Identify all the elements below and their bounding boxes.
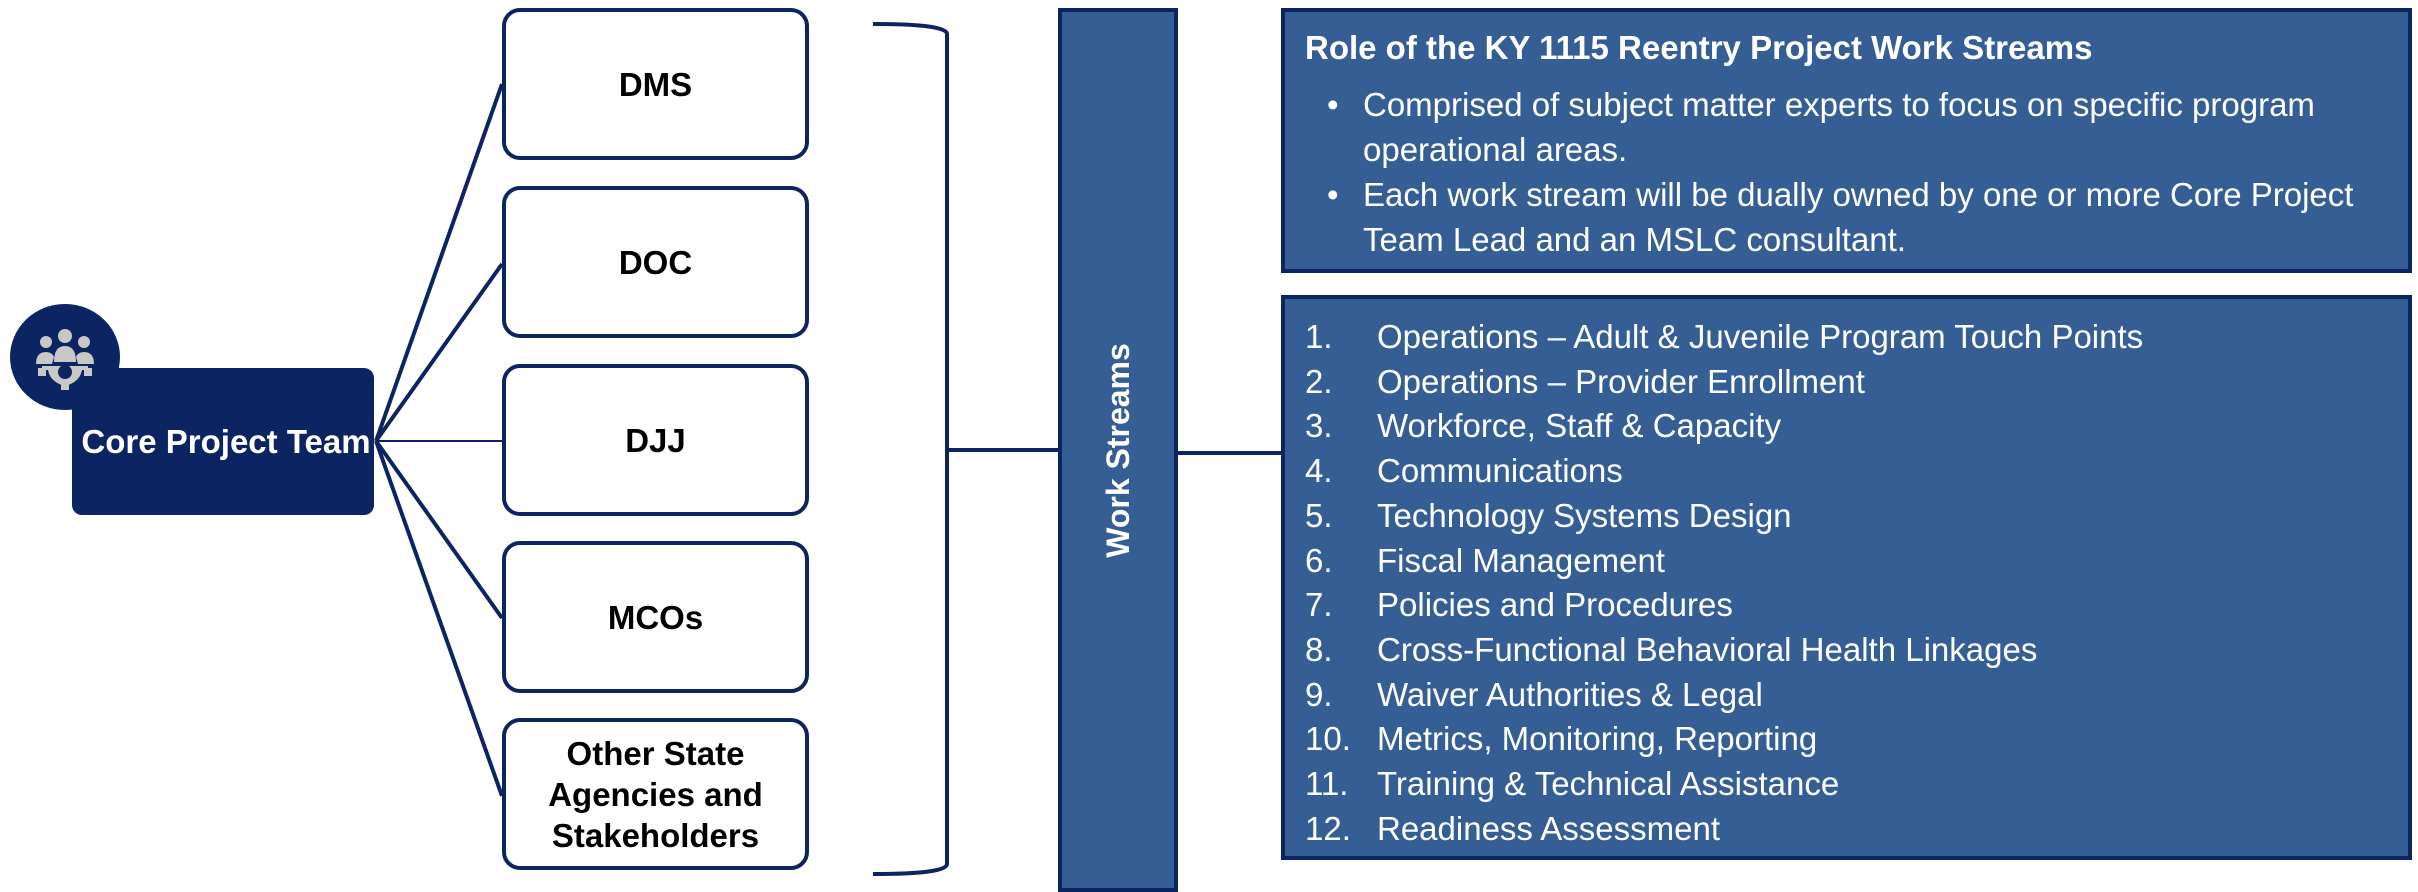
org-label-doc: DOC — [618, 243, 693, 281]
work-streams-bar — [1058, 8, 1178, 892]
work-stream-number: 12. — [1305, 809, 1351, 847]
work-stream-label: Operations – Adult & Juvenile Program To… — [1377, 318, 2144, 355]
work-stream-number: 1. — [1305, 318, 1333, 355]
work-stream-label: Operations – Provider Enrollment — [1377, 362, 1865, 400]
work-stream-item: 3. Workforce, Staff & Capacity — [1305, 404, 2390, 449]
work-stream-label: Technology Systems Design — [1377, 496, 1792, 534]
work-streams-label-wrap: Work Streams — [1058, 8, 1178, 892]
work-stream-item: 8. Cross-Functional Behavioral Health Lin… — [1305, 628, 2390, 673]
role-bullet-text: Comprised of subject matter experts to f… — [1363, 86, 2315, 168]
work-streams-label: Work Streams — [1099, 342, 1136, 558]
work-stream-number: 11. — [1305, 765, 1349, 803]
work-stream-number: 4. — [1305, 452, 1333, 490]
work-stream-item: 12. Readiness Assessment — [1305, 807, 2390, 852]
work-stream-item: 1. Operations – Adult & Juvenile Program … — [1305, 315, 2390, 360]
org-box-other: Other State Agencies and Stakeholders — [502, 718, 809, 870]
connector-other — [374, 440, 504, 797]
role-bullet-list: • Comprised of subject matter experts to … — [1305, 82, 2390, 262]
work-streams-list: 1. Operations – Adult & Juvenile Program … — [1305, 315, 2390, 851]
work-stream-label: Training & Technical Assistance — [1377, 765, 1840, 803]
work-stream-item: 6. Fiscal Management — [1305, 539, 2390, 584]
connector-dms — [374, 83, 504, 442]
people-gear-icon — [10, 304, 120, 410]
bracket — [872, 22, 949, 876]
work-stream-label: Cross-Functional Behavioral Health Linka… — [1377, 630, 2038, 668]
role-panel-title: Role of the KY 1115 Reentry Project Work… — [1305, 29, 2093, 66]
work-stream-number: 3. — [1305, 407, 1333, 445]
work-streams-panel: 1. Operations – Adult & Juvenile Program … — [1281, 295, 2412, 860]
bullet-icon: • — [1327, 176, 1339, 213]
role-panel: Role of the KY 1115 Reentry Project Work… — [1281, 8, 2412, 273]
work-stream-number: 6. — [1305, 541, 1333, 579]
connector-doc — [374, 262, 504, 443]
work-stream-label: Waiver Authorities & Legal — [1377, 675, 1763, 713]
work-stream-label: Workforce, Staff & Capacity — [1377, 407, 1782, 445]
work-stream-number: 2. — [1305, 362, 1333, 400]
work-stream-item: 9. Waiver Authorities & Legal — [1305, 673, 2390, 718]
bullet-icon: • — [1327, 86, 1339, 123]
org-box-djj: DJJ — [502, 364, 809, 516]
work-stream-item: 11. Training & Technical Assistance — [1305, 762, 2390, 807]
role-bullet-text: Each work stream will be dually owned by… — [1363, 176, 2354, 258]
core-project-team-label: Core Project Team — [81, 422, 371, 460]
work-stream-label: Readiness Assessment — [1377, 809, 1721, 847]
work-stream-number: 10. — [1305, 720, 1351, 758]
work-stream-label: Metrics, Monitoring, Reporting — [1377, 720, 1818, 758]
org-box-mcos: MCOs — [502, 541, 809, 693]
work-stream-item: 2. Operations – Provider Enrollment — [1305, 360, 2390, 405]
work-stream-number: 8. — [1305, 630, 1333, 668]
work-stream-item: 5. Technology Systems Design — [1305, 494, 2390, 539]
work-stream-item: 10. Metrics, Monitoring, Reporting — [1305, 717, 2390, 762]
work-stream-label: Policies and Procedures — [1377, 586, 1733, 624]
work-stream-label: Communications — [1377, 452, 1623, 490]
core-project-team-box: Core Project Team — [72, 368, 374, 515]
org-box-doc: DOC — [502, 186, 809, 338]
org-label-dms: DMS — [618, 65, 693, 103]
work-stream-number: 7. — [1305, 586, 1333, 624]
work-stream-item: 7. Policies and Procedures — [1305, 583, 2390, 628]
connector-mcos — [374, 439, 504, 620]
work-stream-label: Fiscal Management — [1377, 541, 1665, 579]
org-label-other: Other State Agencies and Stakeholders — [548, 734, 763, 854]
org-label-djj: DJJ — [625, 421, 686, 459]
work-stream-number: 5. — [1305, 496, 1333, 534]
work-stream-item: 4. Communications — [1305, 449, 2390, 494]
role-bullet: • Comprised of subject matter experts to … — [1305, 82, 2390, 172]
work-stream-number: 9. — [1305, 675, 1333, 713]
org-box-dms: DMS — [502, 8, 809, 160]
role-bullet: • Each work stream will be dually owned b… — [1305, 172, 2390, 262]
org-label-mcos: MCOs — [607, 598, 704, 636]
